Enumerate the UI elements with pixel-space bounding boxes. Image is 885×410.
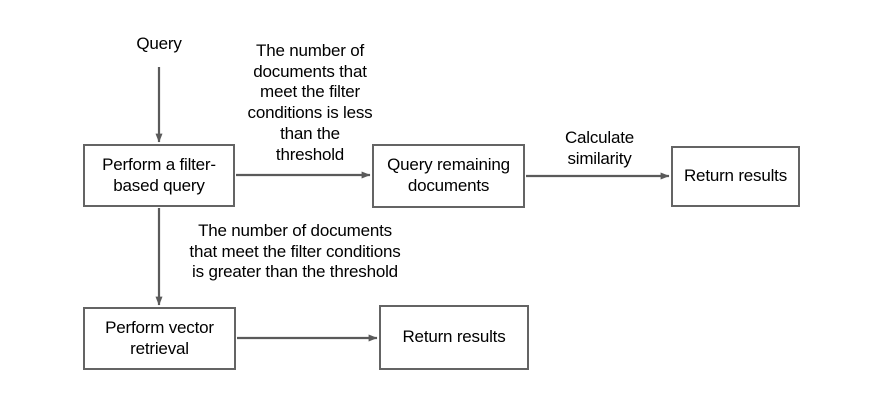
node-perform-vector-retrieval[interactable]: Perform vector retrieval xyxy=(83,307,236,370)
node-perform-filter-based-query[interactable]: Perform a filter- based query xyxy=(83,144,235,207)
edge-label-condition-less-than-threshold: The number of documents that meet the fi… xyxy=(247,41,373,164)
node-return-results-bottom[interactable]: Return results xyxy=(379,305,529,370)
edge-label-query: Query xyxy=(136,34,182,53)
node-return-results-top[interactable]: Return results xyxy=(671,146,800,207)
edge-label-condition-greater-than-threshold: The number of documents that meet the fi… xyxy=(189,221,401,282)
edge-label-calculate-similarity: Calculate similarity xyxy=(564,128,635,168)
node-query-remaining-documents[interactable]: Query remaining documents xyxy=(372,144,525,208)
